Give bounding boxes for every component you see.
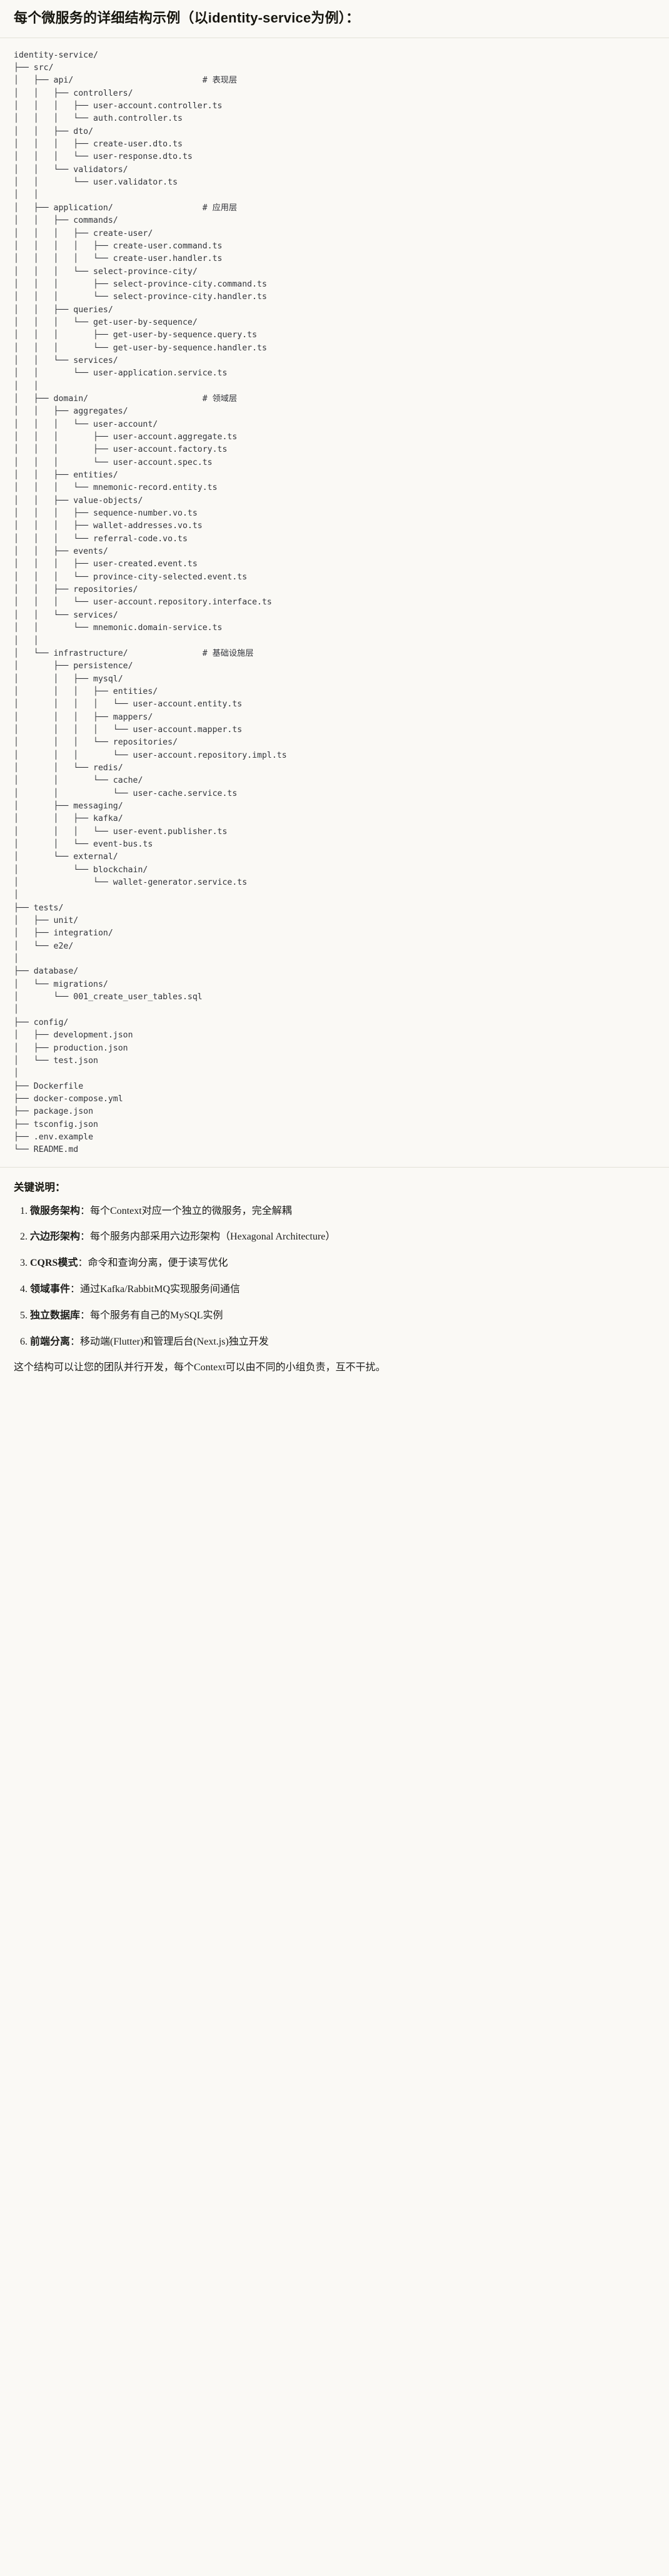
list-item: 六边形架构：每个服务内部采用六边形架构（Hexagonal Architectu… [30,1229,655,1245]
key-points-title: 关键说明： [14,1181,66,1193]
key-point-separator: ： [70,1283,81,1295]
key-point-description: 命令和查询分离，便于读写优化 [88,1258,228,1269]
closing-paragraph: 这个结构可以让您的团队并行开发，每个Context可以由不同的小组负责，互不干扰… [14,1362,386,1373]
key-point-description: 通过Kafka/RabbitMQ实现服务间通信 [80,1283,241,1295]
key-points-list: 微服务架构：每个Context对应一个独立的微服务，完全解耦 六边形架构：每个服… [14,1204,655,1350]
key-point-term: 领域事件 [30,1283,71,1295]
document-page: 每个微服务的详细结构示例（以identity-service为例）： ident… [0,0,669,1392]
key-point-term: 前端分离 [30,1336,71,1347]
list-item: 前端分离：移动端(Flutter)和管理后台(Next.js)独立开发 [30,1335,655,1350]
tree-divider [0,1166,669,1168]
key-point-description: 每个Context对应一个独立的微服务，完全解耦 [90,1205,292,1216]
key-point-term: 独立数据库 [30,1310,81,1321]
list-item: CQRS模式：命令和查询分离，便于读写优化 [30,1256,655,1271]
key-point-description: 每个服务内部采用六边形架构（Hexagonal Architecture） [90,1231,336,1243]
list-item: 微服务架构：每个Context对应一个独立的微服务，完全解耦 [30,1204,655,1219]
key-point-separator: ： [78,1258,88,1269]
key-point-term: CQRS模式 [30,1258,78,1269]
key-point-separator: ： [80,1205,91,1216]
key-point-description: 每个服务有自己的MySQL实例 [90,1310,223,1321]
key-point-separator: ： [70,1336,81,1347]
list-item: 领域事件：通过Kafka/RabbitMQ实现服务间通信 [30,1282,655,1298]
key-point-description: 移动端(Flutter)和管理后台(Next.js)独立开发 [80,1336,269,1347]
directory-tree-block: identity-service/ ├── src/ │ ├── api/ # … [0,38,669,1167]
key-point-separator: ： [80,1310,91,1321]
page-title: 每个微服务的详细结构示例（以identity-service为例）： [14,10,360,26]
key-point-separator: ： [80,1231,91,1243]
key-point-term: 六边形架构 [30,1231,81,1243]
key-points-section: 关键说明： 微服务架构：每个Context对应一个独立的微服务，完全解耦 六边形… [0,1168,669,1393]
directory-tree: identity-service/ ├── src/ │ ├── api/ # … [14,50,287,1155]
key-point-term: 微服务架构 [30,1205,81,1216]
list-item: 独立数据库：每个服务有自己的MySQL实例 [30,1308,655,1324]
